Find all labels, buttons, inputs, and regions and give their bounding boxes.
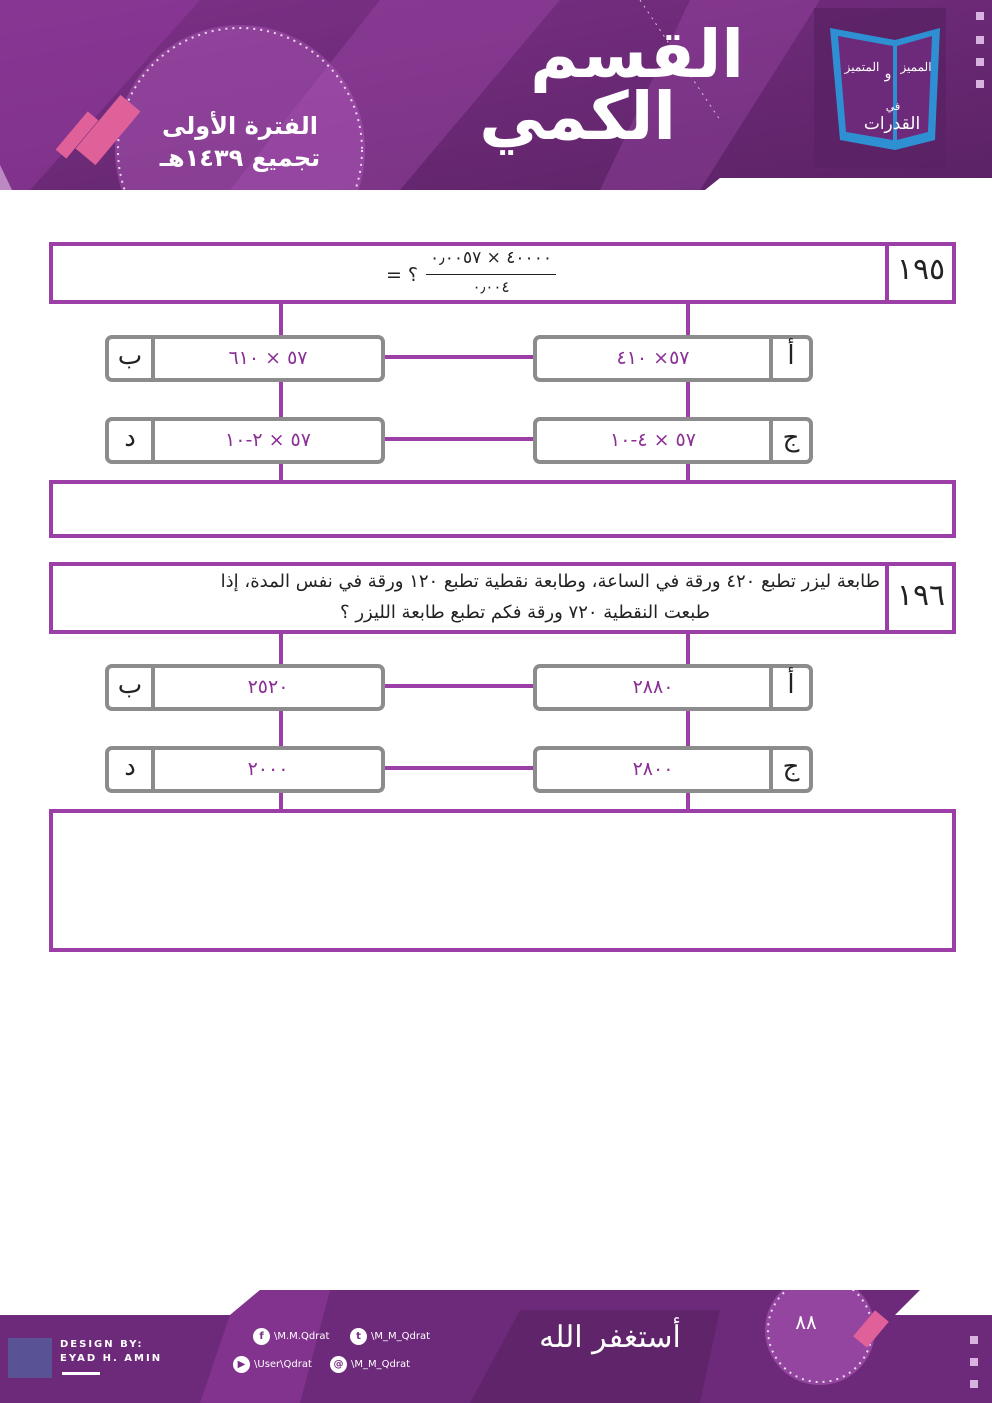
connector-right: [686, 634, 690, 814]
option-c-letter: ج: [782, 752, 800, 782]
connector-row1: [383, 355, 535, 359]
question-195-answer-box[interactable]: [49, 480, 956, 538]
option-b-letter: ب: [117, 670, 143, 700]
connector-left: [279, 304, 283, 484]
logo-line2: و: [884, 66, 892, 82]
section-title-line2: الكمي: [479, 78, 676, 155]
option-a[interactable]: أ ٢٨٨٠: [533, 664, 813, 711]
designer-name: EYAD H. AMIN: [60, 1353, 163, 1364]
option-b-letter: ب: [117, 341, 143, 371]
option-a-value: ٢٨٨٠: [632, 676, 674, 698]
question-196-box: [49, 562, 956, 634]
option-b[interactable]: ب ٥٧ × ٦١٠: [105, 335, 385, 382]
option-c-letter: ج: [782, 423, 800, 453]
page-number: ٨٨: [795, 1310, 817, 1334]
option-c[interactable]: ج ٥٧ × ٤-١٠: [533, 417, 813, 464]
option-c[interactable]: ج ٢٨٠٠: [533, 746, 813, 793]
connector-row1: [383, 684, 535, 688]
social-other[interactable]: @ \M_M_Qdrat: [330, 1356, 410, 1373]
at-icon: @: [330, 1356, 347, 1373]
option-d[interactable]: د ٢٠٠٠: [105, 746, 385, 793]
header-background: [0, 0, 992, 190]
design-by-label: DESIGN BY:: [60, 1339, 144, 1350]
social-twitter[interactable]: t \M_M_Qdrat: [350, 1328, 430, 1345]
option-d-value: ٥٧ × ٢-١٠: [225, 429, 311, 451]
facebook-icon: f: [253, 1328, 270, 1345]
option-b-value: ٢٥٢٠: [247, 676, 289, 698]
question-195-number: ١٩٥: [896, 252, 946, 287]
option-a-letter: أ: [787, 341, 795, 371]
option-c-value: ٢٨٠٠: [632, 758, 674, 780]
connector-row2: [383, 766, 535, 770]
option-a-value: ٥٧× ٤١٠: [616, 347, 690, 369]
period-line1: الفترة الأولى: [161, 112, 319, 140]
question-196-text-line2: طبعت النقطية ٧٢٠ ورقة فكم تطبع طابعة الل…: [340, 602, 710, 623]
logo-line5: القدرات: [863, 114, 921, 134]
option-c-value: ٥٧ × ٤-١٠: [610, 429, 696, 451]
youtube-icon: ▶: [233, 1356, 250, 1373]
logo-line1: المتميز: [844, 60, 880, 74]
question-196-divider: [885, 562, 889, 634]
footer-background: [0, 1290, 992, 1403]
logo-line4: في: [885, 100, 901, 113]
question-195-stem-prefix: ؟ =: [385, 264, 419, 286]
question-196-number: ١٩٦: [896, 578, 946, 613]
option-b[interactable]: ب ٢٥٢٠: [105, 664, 385, 711]
question-195-box: [49, 242, 956, 304]
question-195-divider: [885, 242, 889, 304]
connector-right: [686, 304, 690, 484]
connector-left: [279, 634, 283, 814]
option-a-letter: أ: [787, 670, 795, 700]
social-facebook[interactable]: f \M.M.Qdrat: [253, 1328, 329, 1345]
section-title-line1: القسم: [530, 16, 744, 93]
option-d[interactable]: د ٥٧ × ٢-١٠: [105, 417, 385, 464]
page-header: القسم الكمي الفترة الأولى تجميع ١٤٣٩هـ ا…: [0, 0, 992, 190]
fraction-bar: [426, 274, 556, 275]
option-a[interactable]: أ ٥٧× ٤١٠: [533, 335, 813, 382]
page-footer: ٨٨ DESIGN BY: EYAD H. AMIN أستغفر الله f…: [0, 1290, 992, 1403]
question-196-answer-box[interactable]: [49, 809, 956, 952]
calligraphy-text: أستغفر الله: [539, 1320, 681, 1355]
social-youtube[interactable]: ▶ \User\Qdrat: [233, 1356, 312, 1373]
twitter-icon: t: [350, 1328, 367, 1345]
logo-line3: المميز: [900, 60, 932, 74]
connector-row2: [383, 437, 535, 441]
question-196-text-line1: طابعة ليزر تطبع ٤٢٠ ورقة في الساعة، وطاب…: [220, 571, 880, 592]
fraction-numerator: ٤٠٠٠٠ × ٠٫٠٠٥٧: [430, 248, 552, 268]
period-line2: تجميع ١٤٣٩هـ: [159, 144, 321, 172]
fraction-denominator: ٠٫٠٠٤: [472, 278, 510, 296]
option-d-value: ٢٠٠٠: [247, 758, 289, 780]
option-b-value: ٥٧ × ٦١٠: [228, 347, 308, 369]
option-d-letter: د: [124, 752, 136, 782]
option-d-letter: د: [124, 423, 136, 453]
question-195-equation: ؟ = ٤٠٠٠٠ × ٠٫٠٠٥٧ ٠٫٠٠٤: [380, 248, 560, 300]
